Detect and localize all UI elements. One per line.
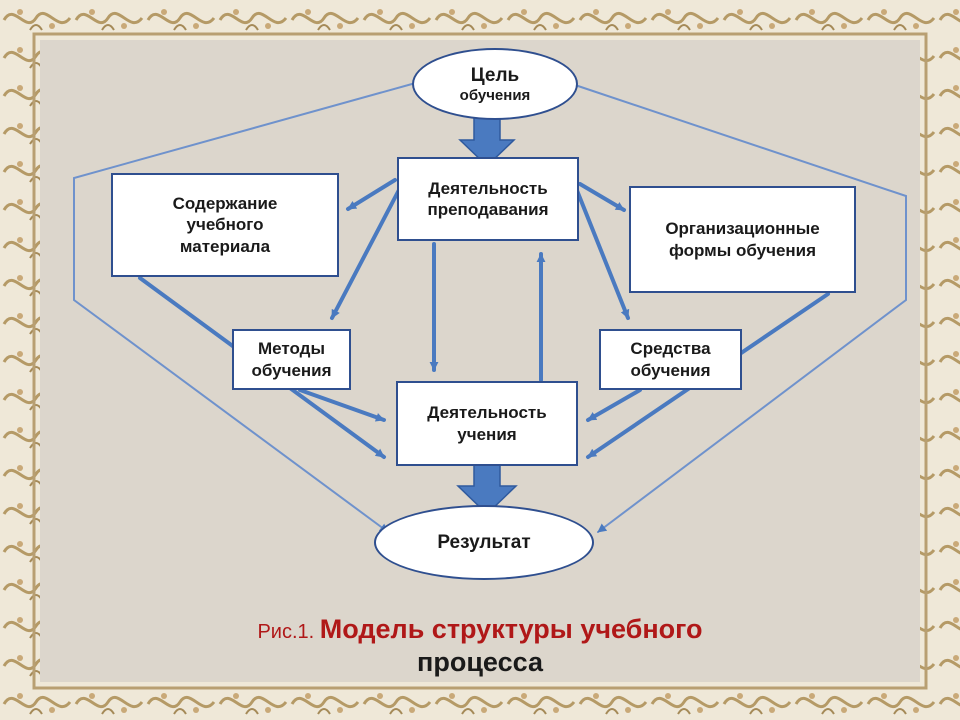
node-teaching-activity: Деятельность преподавания: [397, 157, 579, 241]
caption-title-line1: Модель структуры учебного: [319, 614, 703, 644]
node-forms-line1: Организационные: [665, 219, 820, 239]
node-methods: Методы обучения: [232, 329, 351, 390]
node-goal: Цель обучения: [412, 48, 578, 120]
node-teaching-line1: Деятельность: [428, 178, 548, 198]
node-means-line2: обучения: [630, 360, 711, 380]
node-learning-line2: учения: [457, 424, 517, 444]
node-means-line1: Средства: [630, 339, 711, 359]
node-content-line3: материала: [179, 236, 271, 256]
node-methods-line2: обучения: [251, 360, 332, 380]
node-forms-line2: формы обучения: [668, 240, 817, 260]
node-learning-activity: Деятельность учения: [396, 381, 578, 466]
node-result-label: Результат: [437, 531, 531, 553]
node-content: Содержание учебного материала: [111, 173, 339, 277]
connector-methods-to-learning: [298, 388, 386, 422]
node-learning-line1: Деятельность: [427, 403, 547, 423]
caption-title-line2: процесса: [417, 647, 543, 677]
connector-teaching-to-methods: [330, 186, 402, 320]
node-teaching-line2: преподавания: [427, 200, 549, 219]
connector-teaching-to-content: [346, 178, 397, 211]
node-goal-line2: обучения: [459, 86, 531, 104]
block-arrow-goal-to-teaching: [458, 115, 516, 168]
node-goal-line1: Цель: [470, 64, 520, 86]
connector-teaching-to-forms: [578, 182, 626, 212]
node-methods-line1: Методы: [258, 339, 325, 359]
connector-means-to-learning: [586, 388, 642, 422]
node-forms: Организационные формы обучения: [629, 186, 856, 293]
connector-goal-to-result-left: [73, 83, 413, 533]
node-content-line1: Содержание: [172, 194, 278, 214]
node-content-line2: учебного: [186, 215, 264, 235]
node-means: Средства обучения: [599, 329, 742, 390]
connector-teaching-to-means: [574, 186, 630, 320]
node-result: Результат: [374, 505, 594, 580]
connector-goal-to-result-right: [577, 85, 907, 533]
figure-caption: Рис.1. Модель структуры учебного процесс…: [120, 614, 840, 678]
caption-number: Рис.1.: [257, 621, 320, 643]
